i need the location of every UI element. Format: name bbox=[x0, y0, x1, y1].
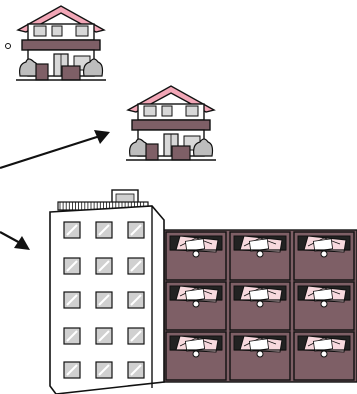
building-window bbox=[64, 258, 80, 274]
building-window bbox=[96, 328, 112, 344]
marker-dot bbox=[6, 44, 11, 49]
building-window bbox=[96, 258, 112, 274]
mailbox-icon bbox=[294, 332, 354, 380]
mailbox-icon bbox=[166, 282, 226, 330]
building-window bbox=[64, 222, 80, 238]
mailbox-bank bbox=[164, 230, 357, 382]
house-icon bbox=[126, 86, 216, 160]
apartment-building-icon bbox=[50, 190, 164, 394]
arrow-icon bbox=[0, 232, 30, 250]
building-window bbox=[64, 362, 80, 378]
building-window bbox=[96, 222, 112, 238]
mailbox-icon bbox=[166, 332, 226, 380]
building-window bbox=[96, 292, 112, 308]
building-window bbox=[96, 362, 112, 378]
mailbox-icon bbox=[294, 282, 354, 330]
mailbox-icon bbox=[166, 232, 226, 280]
arrow-icon bbox=[0, 130, 110, 168]
mailbox-icon bbox=[294, 232, 354, 280]
mailbox-icon bbox=[230, 232, 290, 280]
building-window bbox=[128, 362, 144, 378]
mailbox-icon bbox=[230, 332, 290, 380]
house-icon bbox=[16, 6, 106, 80]
building-window bbox=[128, 292, 144, 308]
mailbox-icon bbox=[230, 282, 290, 330]
building-window bbox=[128, 222, 144, 238]
building-window bbox=[128, 258, 144, 274]
building-window bbox=[64, 292, 80, 308]
building-window bbox=[128, 328, 144, 344]
building-window bbox=[64, 328, 80, 344]
